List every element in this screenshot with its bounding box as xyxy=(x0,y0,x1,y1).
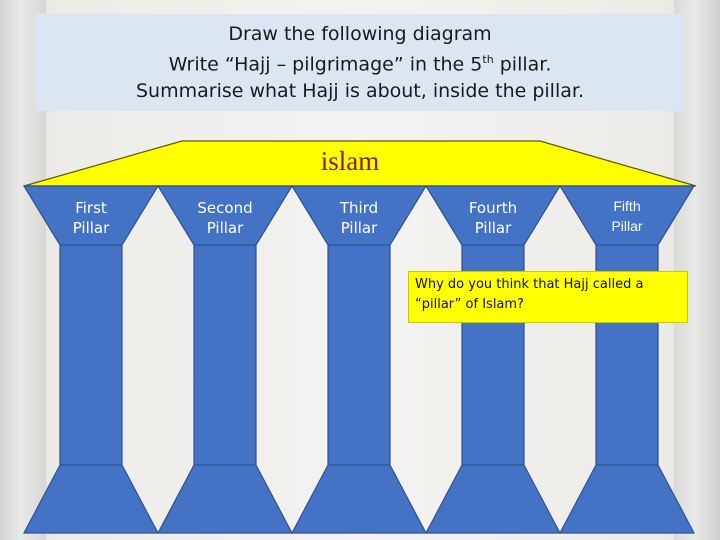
instruction-line-1: Draw the following diagram xyxy=(228,23,492,46)
pillar-2 xyxy=(156,185,294,534)
pillar-5 xyxy=(558,185,696,534)
pillar-4 xyxy=(424,185,562,534)
pillar-4-label-line2: Pillar xyxy=(474,219,512,237)
pillar-group xyxy=(22,185,696,534)
roof-shape xyxy=(23,140,697,187)
pillar-3 xyxy=(290,185,428,534)
pillar-1-label-line2: Pillar xyxy=(72,219,110,237)
pillar-4-label-line1: Fourth xyxy=(468,199,518,217)
pillar-1-label-line1: First xyxy=(75,199,107,217)
instruction-line-3: Summarise what Hajj is about, inside the… xyxy=(136,79,584,102)
roof-label: islam xyxy=(320,146,380,176)
pillar-5-label-line2: Pillar xyxy=(611,218,643,234)
pillar-3-label-line2: Pillar xyxy=(340,219,378,237)
pillar-2-label-line2: Pillar xyxy=(206,219,244,237)
instruction-line-2: Write “Hajj – pilgrimage” in the 5th pil… xyxy=(168,53,552,76)
pillar-5-label-line1: Fifth xyxy=(613,198,641,214)
question-box: Why do you think that Hajj called a “pil… xyxy=(408,271,688,323)
instructions-box: Draw the following diagram Write “Hajj –… xyxy=(36,14,684,111)
pillar-2-label-line1: Second xyxy=(197,199,253,217)
pillar-1 xyxy=(22,185,160,534)
pillar-3-label-line1: Third xyxy=(339,199,379,217)
